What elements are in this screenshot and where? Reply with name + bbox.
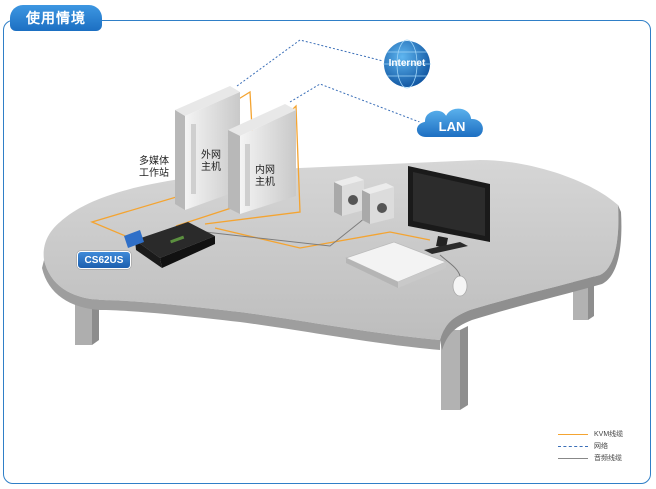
internet-label: Internet [388, 58, 426, 69]
external-host-label: 外网 主机 [201, 150, 221, 173]
lan-label: LAN [438, 119, 466, 134]
keyboard [344, 241, 448, 288]
legend-label: KVM线缆 [594, 431, 624, 438]
legend-label: 网络 [594, 443, 608, 450]
legend: KVM线缆 网络 音频线缆 [558, 428, 623, 464]
speakers [334, 176, 394, 224]
legend-item-kvm: KVM线缆 [558, 428, 623, 440]
mouse [439, 254, 468, 297]
kvm-cable-swatch [558, 433, 588, 435]
section-title: 使用情境 [10, 5, 102, 31]
legend-label: 音频线缆 [594, 455, 622, 462]
device-name-tag: CS62US [77, 251, 131, 269]
internal-host-label: 内网 主机 [255, 165, 275, 188]
legend-item-audio: 音频线缆 [558, 452, 623, 464]
internal-host-tower [228, 104, 296, 214]
network-lines [236, 39, 431, 127]
legend-item-network: 网络 [558, 440, 623, 452]
external-host-tower [175, 86, 240, 210]
audio-cable-swatch [558, 457, 588, 459]
network-swatch [558, 445, 588, 447]
internet-globe-icon [382, 39, 432, 89]
lan-cloud-icon [415, 106, 485, 139]
cs62us-kvm-device [124, 222, 215, 268]
monitor [408, 166, 490, 254]
multimedia-station-label: 多媒体 工作站 [139, 156, 169, 179]
